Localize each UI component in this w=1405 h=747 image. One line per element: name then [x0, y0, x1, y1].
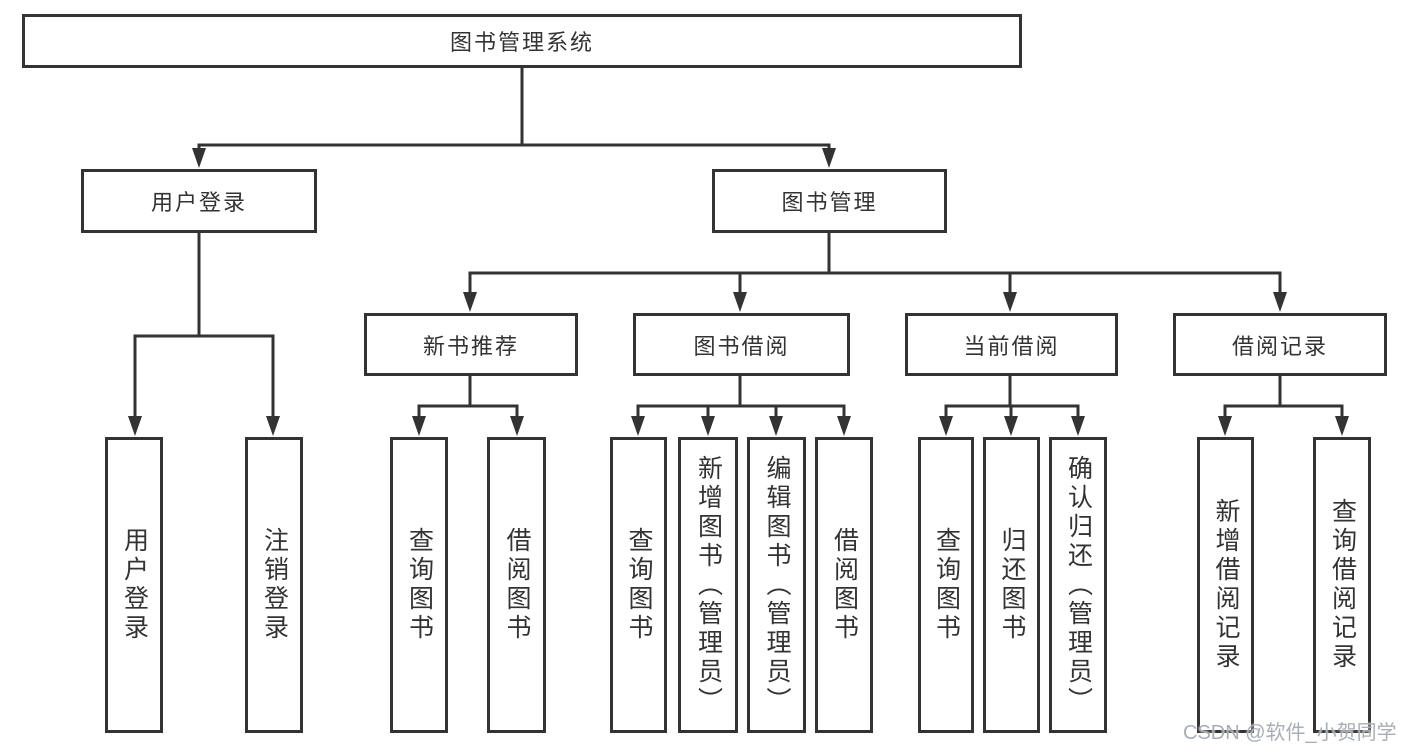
node-book-borrowing: 图书借阅 — [633, 313, 850, 376]
leaf-label: 借阅图书 — [830, 527, 859, 643]
leaf-label: 查询图书 — [932, 527, 961, 643]
node-library-management-system: 图书管理系统 — [22, 14, 1022, 68]
node-label: 图书借阅 — [693, 333, 790, 359]
leaf-bb-add-books-admin: 新增图书（管理员） — [678, 437, 738, 733]
node-current-borrowing: 当前借阅 — [905, 313, 1118, 376]
node-label: 新书推荐 — [422, 333, 519, 359]
leaf-label: 用户登录 — [120, 527, 149, 643]
node-label: 图书管理 — [781, 190, 878, 215]
node-label: 用户登录 — [150, 190, 247, 215]
leaf-label: 借阅图书 — [503, 527, 531, 643]
leaf-nb-query-books: 查询图书 — [390, 437, 448, 733]
node-user-login: 用户登录 — [81, 169, 317, 233]
leaf-label: 归还图书 — [998, 527, 1026, 643]
leaf-user-login: 用户登录 — [105, 437, 163, 733]
leaf-bb-query-books: 查询图书 — [610, 437, 667, 733]
leaf-label: 新增图书（管理员） — [694, 454, 723, 716]
leaf-label: 确认归还（管理员） — [1064, 454, 1093, 716]
node-label: 当前借阅 — [963, 333, 1060, 359]
leaf-label: 编辑图书（管理员） — [763, 454, 791, 716]
leaf-label: 查询借阅记录 — [1328, 498, 1357, 672]
leaf-label: 查询图书 — [625, 527, 653, 643]
node-borrowing-records: 借阅记录 — [1173, 313, 1387, 376]
leaf-cb-return-books: 归还图书 — [983, 437, 1040, 733]
node-label: 图书管理系统 — [449, 30, 594, 55]
node-label: 借阅记录 — [1231, 333, 1328, 359]
leaf-bb-edit-books-admin: 编辑图书（管理员） — [747, 437, 806, 733]
leaf-br-query-record: 查询借阅记录 — [1313, 437, 1371, 733]
leaf-nb-borrow-books: 借阅图书 — [487, 437, 546, 733]
leaf-label: 注销登录 — [260, 527, 289, 643]
watermark: CSDN @软件_小贺同学 — [1183, 722, 1397, 744]
leaf-br-add-record: 新增借阅记录 — [1197, 437, 1254, 733]
leaf-label: 查询图书 — [405, 527, 434, 643]
leaf-cb-confirm-return-admin: 确认归还（管理员） — [1049, 437, 1107, 733]
leaf-cb-query-books: 查询图书 — [918, 437, 974, 733]
node-book-management: 图书管理 — [712, 169, 947, 233]
leaf-bb-borrow-books: 借阅图书 — [815, 437, 873, 733]
leaf-label: 新增借阅记录 — [1212, 498, 1240, 672]
arrowhead-icons — [128, 148, 1349, 436]
leaf-logout-login: 注销登录 — [245, 437, 303, 733]
node-new-book-recommendation: 新书推荐 — [364, 313, 578, 376]
